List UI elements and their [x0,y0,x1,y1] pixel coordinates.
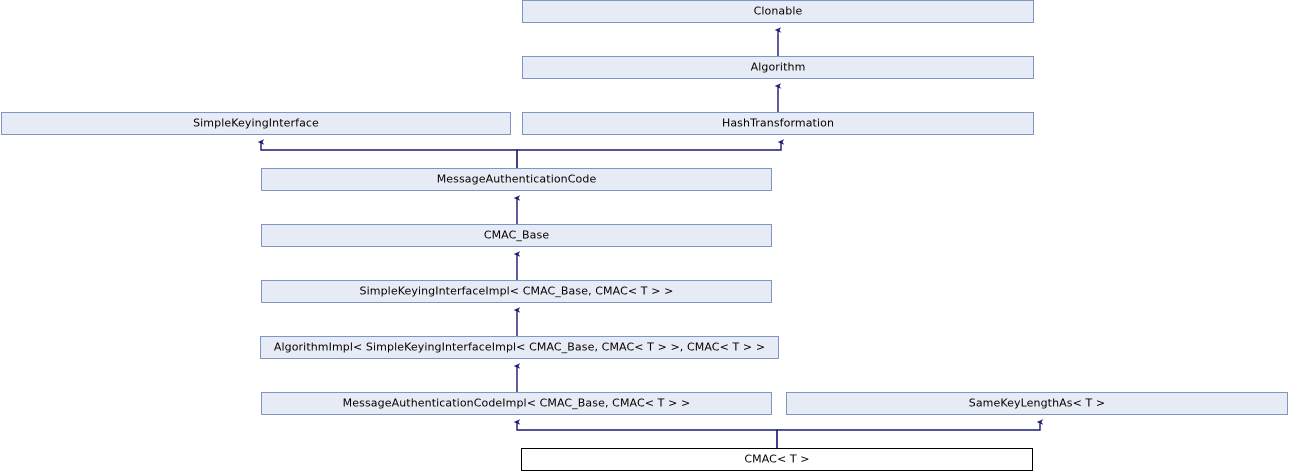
class-node-hashtransformation[interactable]: HashTransformation [522,112,1034,135]
class-node-label: CMAC_Base [483,228,550,241]
class-node-label: MessageAuthenticationCode [436,172,597,185]
class-node-label: SameKeyLengthAs< T > [968,396,1106,409]
class-node-label: MessageAuthenticationCodeImpl< CMAC_Base… [342,396,691,409]
class-node-samekeylengthas[interactable]: SameKeyLengthAs< T > [786,392,1288,415]
class-node-label: HashTransformation [721,116,835,129]
class-node-label: SimpleKeyingInterfaceImpl< CMAC_Base, CM… [359,284,674,297]
class-node-algorithmimpl[interactable]: AlgorithmImpl< SimpleKeyingInterfaceImpl… [260,336,779,359]
class-node-cmac-base[interactable]: CMAC_Base [261,224,772,247]
edge-cmac-to-messageauthenticationcodeimpl [513,419,778,448]
edge-messageauthenticationcode-to-hashtransformation [516,139,785,168]
edge-messageauthenticationcode-to-simplekeyinginterface [257,139,518,168]
class-node-label: Clonable [753,4,803,17]
class-node-clonable[interactable]: Clonable [522,0,1034,23]
class-node-cmac[interactable]: CMAC< T > [521,448,1033,471]
class-node-label: SimpleKeyingInterface [193,116,319,129]
edge-cmac-to-samekeylengthas [776,419,1044,448]
class-node-simplekeyinginterfaceimpl[interactable]: SimpleKeyingInterfaceImpl< CMAC_Base, CM… [261,280,772,303]
class-node-simplekeyinginterface[interactable]: SimpleKeyingInterface [1,112,511,135]
class-node-messageauthenticationcodeimpl[interactable]: MessageAuthenticationCodeImpl< CMAC_Base… [261,392,772,415]
class-node-label: Algorithm [750,60,806,73]
class-node-label: AlgorithmImpl< SimpleKeyingInterfaceImpl… [273,340,766,353]
class-node-algorithm[interactable]: Algorithm [522,56,1034,79]
class-node-label: CMAC< T > [744,452,810,465]
class-node-messageauthenticationcode[interactable]: MessageAuthenticationCode [261,168,772,191]
